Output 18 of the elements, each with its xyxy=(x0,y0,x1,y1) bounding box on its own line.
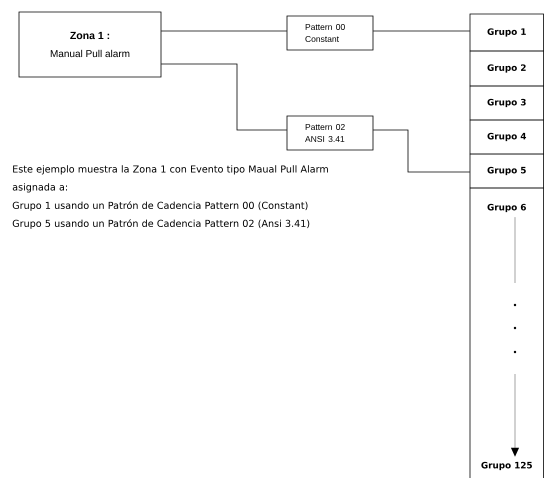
pattern-box: Pattern 02 ANSI 3.41 xyxy=(286,116,374,150)
zone-box: Zona 1 : Manual Pull alarm xyxy=(18,12,162,78)
group-label: Grupo 6 xyxy=(488,204,526,212)
connector-line xyxy=(373,30,470,32)
group-cell: Grupo 3 xyxy=(470,86,544,120)
group-cell: Grupo 4 xyxy=(470,120,544,154)
group-label: Grupo 125 xyxy=(481,462,532,470)
group-cell: Grupo 1 xyxy=(470,14,544,52)
group-cell: Grupo 2 xyxy=(470,50,544,86)
connector-line xyxy=(161,30,287,32)
description-text: Grupo 5 usando un Patrón de Cadencia Pattern 02 (Ansi 3.41) xyxy=(12,219,310,229)
group-cell: Grupo 5 xyxy=(470,154,544,188)
pattern-box: Pattern 00 Constant xyxy=(286,16,374,50)
group-column-cell xyxy=(470,188,544,478)
connector-line xyxy=(161,64,287,130)
description-text: Grupo 1 usando un Patrón de Cadencia Pattern 00 (Constant) xyxy=(12,201,308,211)
connector-line xyxy=(373,130,470,172)
description-text: Este ejemplo muestra la Zona 1 con Evento tipo Maual Pull Alarm asignada a: xyxy=(12,165,328,192)
